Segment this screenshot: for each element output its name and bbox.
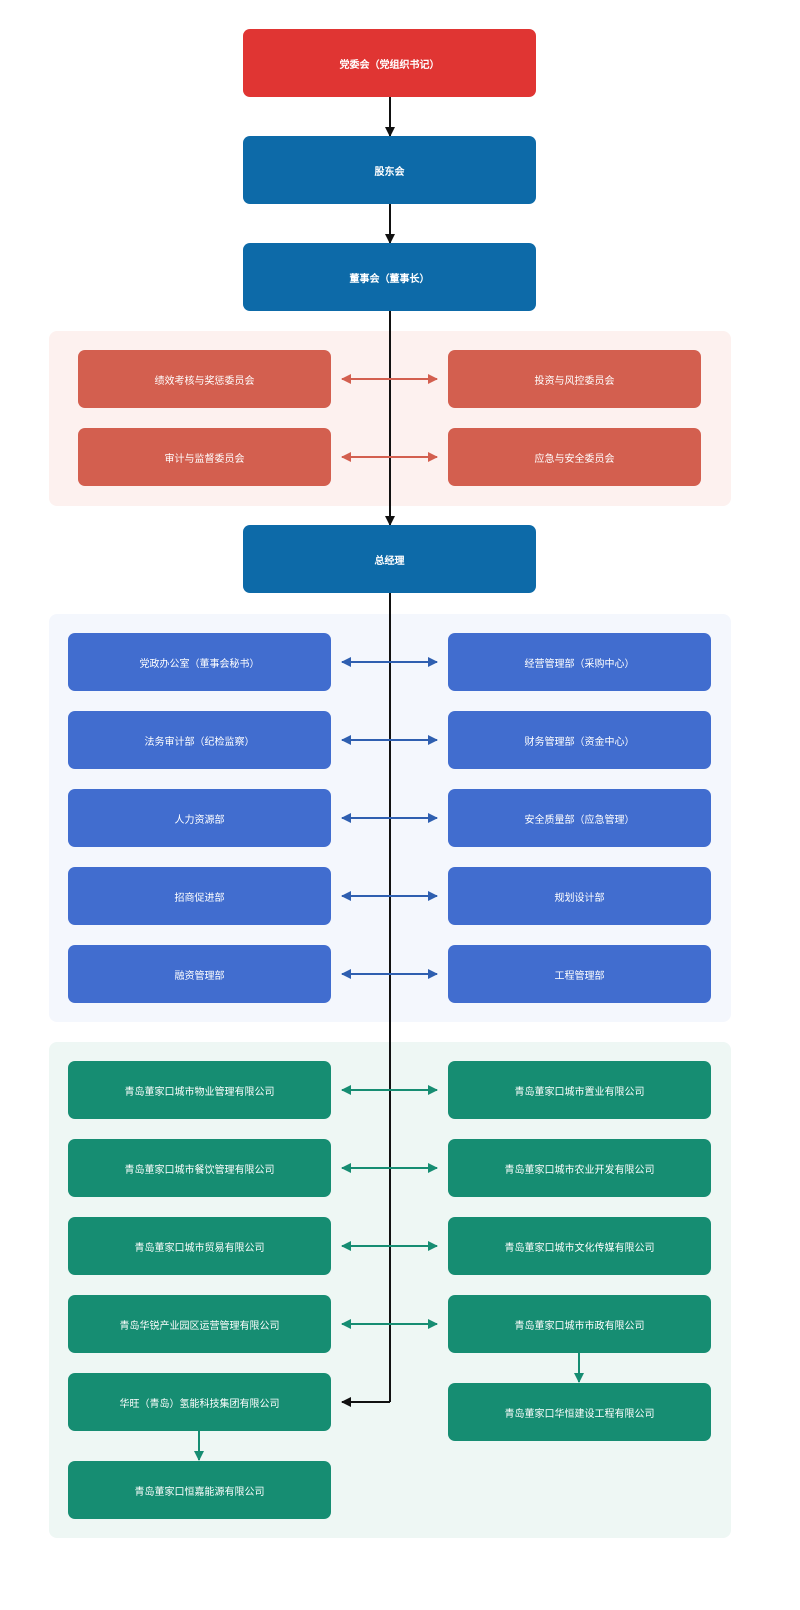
subsidiary-box: 华旺（青岛）氢能科技集团有限公司 [68,1373,331,1431]
shareholders-box: 股东会 [243,136,536,204]
department-box: 招商促进部 [68,867,331,925]
committee-box: 投资与风控委员会 [448,350,701,408]
committee-box: 应急与安全委员会 [448,428,701,486]
subsidiary-box: 青岛董家口城市置业有限公司 [448,1061,711,1119]
subsidiary-box: 青岛董家口城市农业开发有限公司 [448,1139,711,1197]
subsidiary-box: 青岛董家口城市市政有限公司 [448,1295,711,1353]
department-box: 法务审计部（纪检监察） [68,711,331,769]
department-box: 财务管理部（资金中心） [448,711,711,769]
general-manager-box: 总经理 [243,525,536,593]
department-box: 融资管理部 [68,945,331,1003]
party-committee-box: 党委会（党组织书记） [243,29,536,97]
subsidiary-box: 青岛董家口城市餐饮管理有限公司 [68,1139,331,1197]
subsidiary-child-box: 青岛董家口恒嘉能源有限公司 [68,1461,331,1519]
subsidiary-box: 青岛董家口城市物业管理有限公司 [68,1061,331,1119]
subsidiary-box: 青岛华锐产业园区运营管理有限公司 [68,1295,331,1353]
department-box: 规划设计部 [448,867,711,925]
board-box: 董事会（董事长） [243,243,536,311]
department-box: 工程管理部 [448,945,711,1003]
subsidiary-box: 青岛董家口城市文化传媒有限公司 [448,1217,711,1275]
subsidiary-box: 青岛董家口城市贸易有限公司 [68,1217,331,1275]
committee-box: 审计与监督委员会 [78,428,331,486]
department-box: 党政办公室（董事会秘书） [68,633,331,691]
department-box: 经营管理部（采购中心） [448,633,711,691]
subsidiary-child-box: 青岛董家口华恒建设工程有限公司 [448,1383,711,1441]
committee-box: 绩效考核与奖惩委员会 [78,350,331,408]
department-box: 人力资源部 [68,789,331,847]
department-box: 安全质量部（应急管理） [448,789,711,847]
